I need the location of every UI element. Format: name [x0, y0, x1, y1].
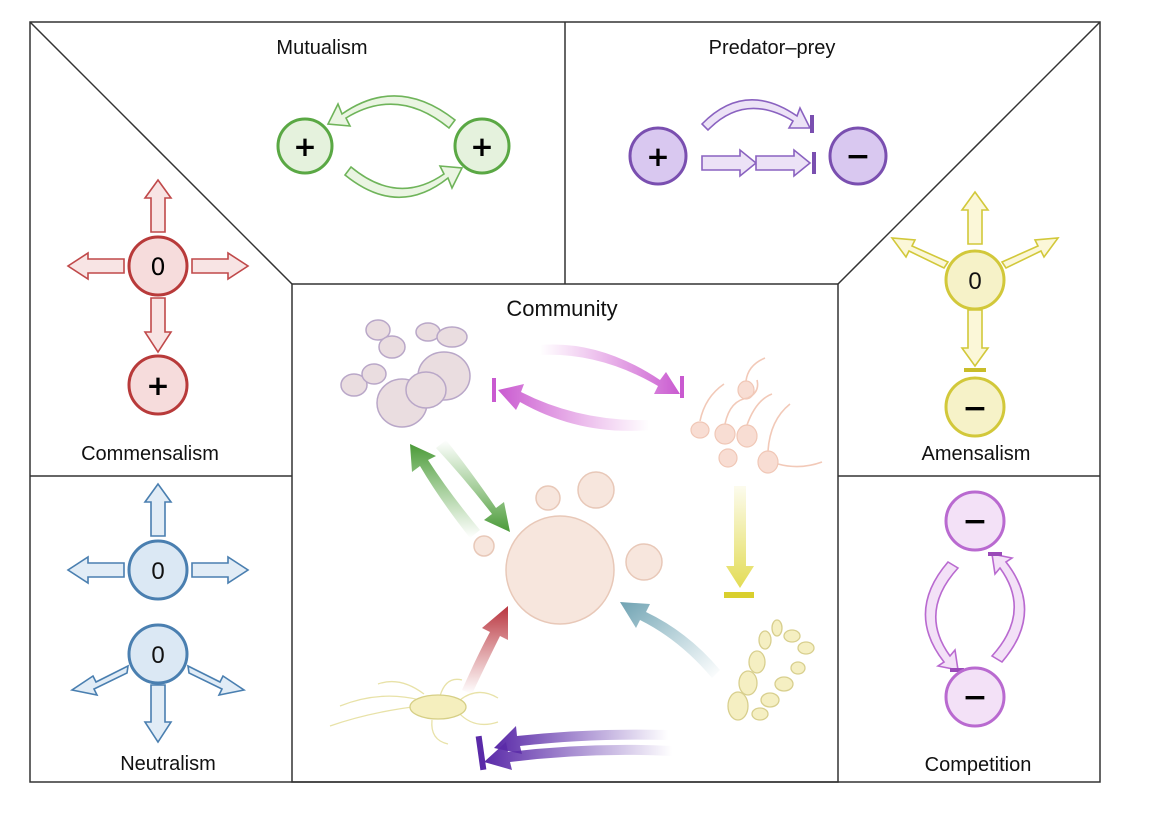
- competition-node-bottom-sign: −: [962, 680, 987, 715]
- mutualism-node-b-sign: +: [470, 130, 493, 163]
- competition-panel: − − Competition: [924, 490, 1032, 776]
- competition-node-bottom: [944, 666, 1006, 728]
- amensalism-node-bottom-sign: −: [962, 391, 987, 426]
- neutralism-title: Neutralism: [120, 753, 216, 775]
- community-arrow-magenta-right: [540, 344, 680, 394]
- amensalism-panel: [890, 190, 1060, 372]
- commensalism-arrow-up: [143, 178, 173, 233]
- prey-node-sign: −: [845, 139, 870, 174]
- community-arrow-red: [462, 606, 508, 694]
- mutualism-node-a: [276, 117, 334, 175]
- community-arrow-magenta-left: [498, 384, 650, 431]
- commensalism-arrow-left: [66, 251, 125, 281]
- rod-chain-cells: [727, 619, 815, 721]
- amensalism-node-bottom: [944, 376, 1006, 438]
- neutralism-arrow-downright: [186, 664, 247, 697]
- competition-node-top-sign: −: [962, 504, 987, 539]
- neutralism-arrow-up: [143, 482, 173, 537]
- community-arrow-purple-2: [484, 742, 672, 770]
- amensalism-node-top-value: 0: [968, 268, 981, 295]
- predator-prey-title: Predator–prey: [709, 37, 836, 59]
- panel-borders: [29, 21, 1101, 783]
- neutralism-arrow-down: [143, 684, 173, 744]
- amensalism-arrow-upleft: [890, 237, 950, 270]
- yeast-cells: [340, 319, 471, 428]
- predator-node: [628, 126, 688, 186]
- community-title: Community: [506, 296, 617, 321]
- mutualism-node-a-sign: +: [293, 130, 316, 163]
- neutralism-node-bottom-value: 0: [151, 642, 164, 669]
- competition-arrow-left: [924, 560, 960, 672]
- commensalism-panel: [66, 178, 250, 354]
- community-center-cells: [473, 471, 663, 625]
- predator-prey-arrow-straight-2: [755, 148, 812, 178]
- predator-prey-panel: Predator–prey + −: [628, 37, 888, 186]
- commensalism-title: Commensalism: [81, 443, 219, 465]
- community-arrow-green-down: [436, 440, 510, 532]
- neutralism-panel: [66, 482, 250, 744]
- amensalism-arrow-up: [960, 190, 990, 245]
- community-arrow-yellow-down: [726, 486, 754, 588]
- predator-prey-arrow-curved: [700, 99, 812, 132]
- mutualism-title: Mutualism: [276, 37, 367, 59]
- commensalism-node-top: [127, 235, 189, 297]
- commensalism-arrow-down: [143, 297, 173, 354]
- competition-node-top: [944, 490, 1006, 552]
- commensalism-node-top-value: 0: [150, 253, 165, 281]
- commensalism-node-bottom-sign: +: [146, 369, 169, 402]
- predator-node-sign: +: [646, 140, 669, 173]
- mutualism-panel: Mutualism + +: [276, 37, 511, 199]
- mutualism-node-b: [453, 117, 511, 175]
- amensalism-title: Amensalism: [922, 443, 1031, 465]
- neutralism-arrow-right: [191, 555, 250, 585]
- sperm-like-cells: [690, 357, 823, 474]
- neutralism-node-top: [127, 539, 189, 601]
- neutralism-node-bottom: [127, 623, 189, 685]
- flagellated-bacterium: [329, 678, 499, 745]
- amensalism-arrow-down: [960, 309, 990, 368]
- predator-prey-arrow-straight-1: [701, 148, 758, 178]
- mutualism-arrow-top: [326, 95, 457, 130]
- competition-arrow-right: [990, 552, 1026, 664]
- commensalism-node-bottom: [127, 354, 189, 416]
- community-panel: Community: [329, 296, 823, 771]
- prey-node: [828, 126, 888, 186]
- mutualism-arrow-bottom: [343, 165, 464, 199]
- amensalism-node-top: [944, 249, 1006, 311]
- neutralism-node-top-value: 0: [151, 558, 164, 585]
- neutralism-arrow-downleft: [69, 664, 130, 697]
- amensalism-arrow-upright: [1000, 237, 1060, 270]
- competition-title: Competition: [925, 754, 1032, 776]
- community-arrow-purple-1: [494, 726, 668, 754]
- community-arrow-green-up: [410, 444, 480, 538]
- neutralism-arrow-left: [66, 555, 125, 585]
- community-arrow-teal: [620, 602, 720, 678]
- commensalism-arrow-right: [191, 251, 250, 281]
